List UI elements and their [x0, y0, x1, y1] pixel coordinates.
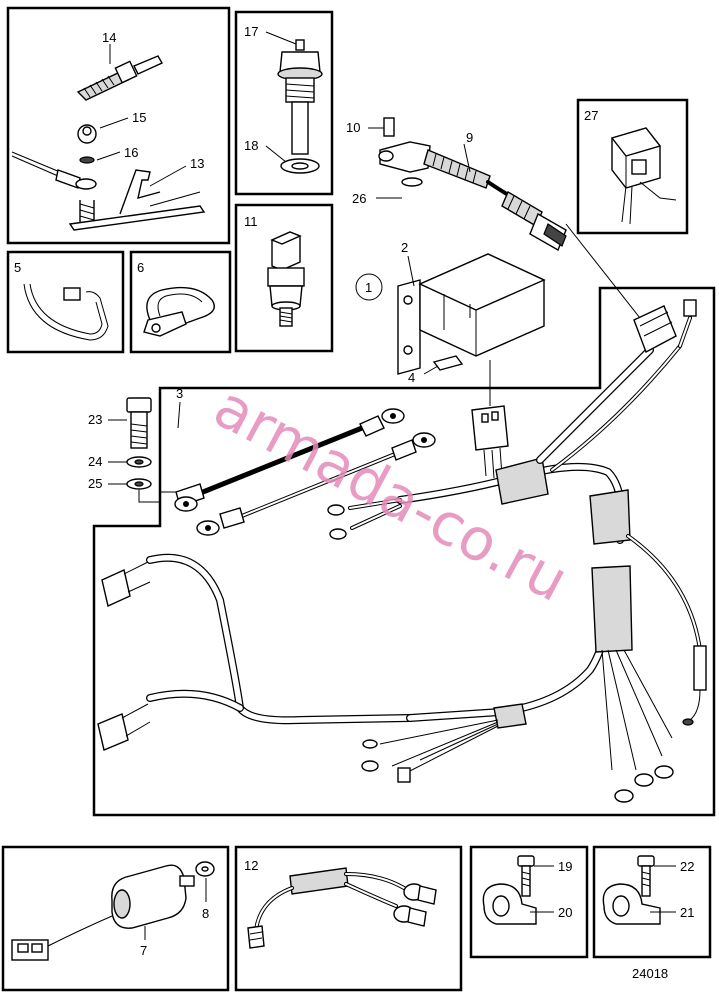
- callout-26: 26: [352, 191, 366, 206]
- callout-19: 19: [558, 859, 572, 874]
- callout-20: 20: [558, 905, 572, 920]
- temperature-sender-assembly: [11, 55, 206, 231]
- adapter-cable: [247, 867, 437, 949]
- callout-8: 8: [202, 906, 209, 921]
- control-unit: [397, 253, 546, 375]
- p-clamp: [143, 286, 215, 337]
- main-wiring-harness: [97, 223, 707, 803]
- frame-cable-tie: [6, 250, 125, 354]
- callout-27: 27: [584, 108, 598, 123]
- cable-clip-right: [602, 855, 661, 925]
- frame-adapter-cable: [234, 845, 463, 992]
- callout-2: 2: [401, 240, 408, 255]
- callout-24: 24: [88, 454, 102, 469]
- callout-13: 13: [190, 156, 204, 171]
- reference-circle-1: [355, 273, 383, 301]
- frame-wiring-harness: [92, 286, 716, 817]
- callout-17: 17: [244, 24, 258, 39]
- callout-5: 5: [14, 260, 21, 275]
- callout-3: 3: [176, 386, 183, 401]
- callout-12: 12: [244, 858, 258, 873]
- harness-connector-control-unit: [471, 405, 509, 451]
- frame-oil-pressure-sender: [234, 10, 334, 196]
- relay: [610, 127, 677, 225]
- callout-25: 25: [88, 476, 102, 491]
- cable-tie: [23, 283, 109, 341]
- ground-cables: [174, 401, 436, 536]
- frame-pressure-switch: [234, 203, 334, 353]
- speed-sensor-with-cable: [378, 117, 567, 252]
- cable-clip-left: [482, 855, 537, 925]
- callout-22: 22: [680, 859, 694, 874]
- callout-16: 16: [124, 145, 138, 160]
- callout-9: 9: [466, 130, 473, 145]
- frame-clamp: [129, 250, 232, 354]
- callout-6: 6: [137, 260, 144, 275]
- callout-23: 23: [88, 412, 102, 427]
- frame-clip-right: [592, 845, 712, 959]
- callout-21: 21: [680, 905, 694, 920]
- oil-pressure-sender: [277, 39, 323, 174]
- frame-relay: [576, 98, 689, 235]
- callout-14: 14: [102, 30, 116, 45]
- callout-11: 11: [244, 214, 258, 229]
- frame-stop-solenoid: [1, 845, 230, 992]
- pressure-switch: [267, 231, 305, 327]
- callout-10: 10: [346, 120, 360, 135]
- callout-1: 1: [365, 280, 372, 295]
- frame-clip-left: [469, 845, 589, 959]
- bolt-and-washers: [126, 397, 152, 490]
- callout-4: 4: [408, 370, 415, 385]
- callout-15: 15: [132, 110, 146, 125]
- stop-solenoid: [11, 861, 215, 961]
- callout-18: 18: [244, 138, 258, 153]
- frame-sender-kit: [6, 6, 231, 245]
- callout-7: 7: [140, 943, 147, 958]
- drawing-number: 24018: [632, 966, 668, 981]
